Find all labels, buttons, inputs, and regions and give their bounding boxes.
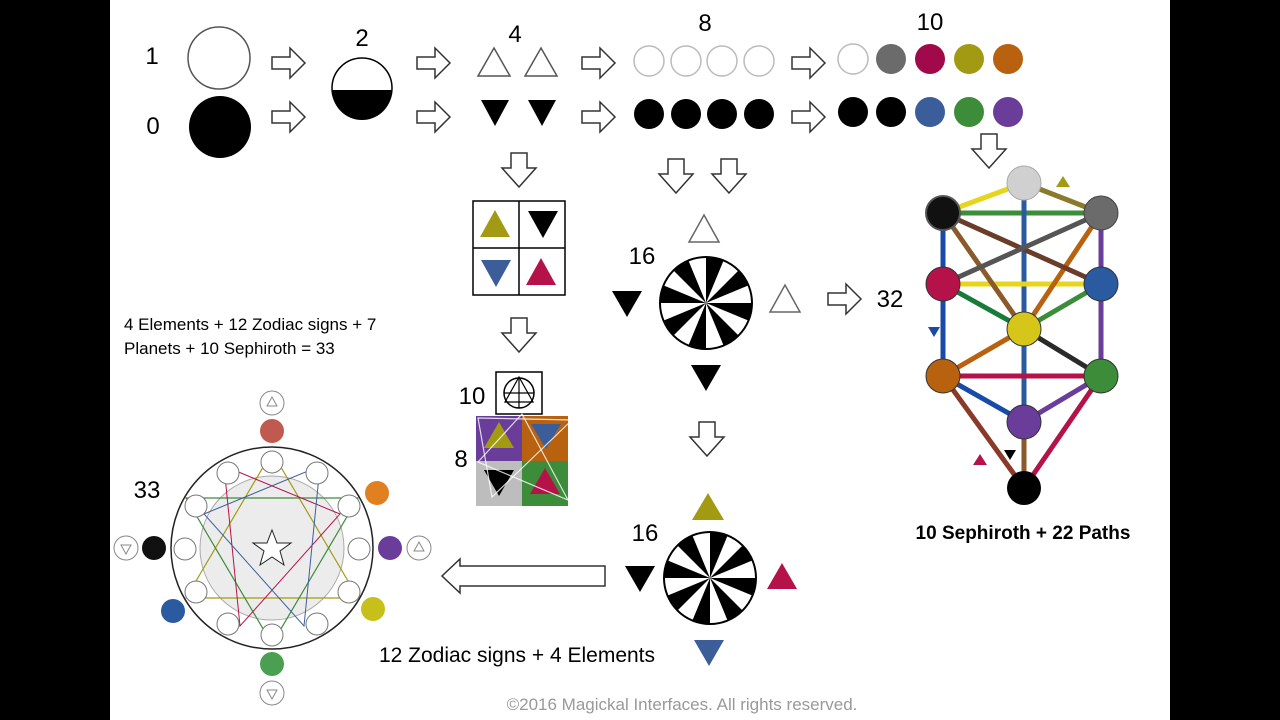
triangle-down-icon xyxy=(691,365,721,391)
triangle-down-icon xyxy=(694,640,724,666)
triangle-down-icon xyxy=(612,291,642,317)
ten-upper-circles xyxy=(837,43,1023,75)
label-ten-small: 10 xyxy=(459,383,486,410)
arrow-right-icon xyxy=(791,47,826,79)
arrow-down-icon xyxy=(711,158,747,194)
triangle-down-icon xyxy=(481,100,509,126)
triangle-up-icon xyxy=(476,46,512,77)
sixteen-wheel xyxy=(659,256,753,350)
zodiac-outer-planets xyxy=(113,390,432,706)
caption-elements-line2: Planets + 10 Sephiroth = 33 xyxy=(124,339,335,358)
arrow-down-icon xyxy=(501,152,537,188)
arrow-right-icon xyxy=(271,101,306,133)
footer-copyright: ©2016 Magickal Interfaces. All rights re… xyxy=(507,695,858,714)
arrow-right-icon xyxy=(271,47,306,79)
arrow-right-icon xyxy=(827,283,862,315)
label-thirty-three: 33 xyxy=(134,477,161,504)
eight-light-circles xyxy=(633,45,775,77)
triangle-up-icon xyxy=(687,213,721,243)
arrow-right-icon xyxy=(791,101,826,133)
label-zero: 0 xyxy=(146,113,159,140)
eight-dark-circles xyxy=(634,99,774,129)
label-one: 1 xyxy=(145,43,158,70)
sixteen-wheel-colored xyxy=(663,531,757,625)
label-sixteen: 16 xyxy=(629,243,656,270)
eight-elements-square xyxy=(476,412,574,506)
triangle-down-icon xyxy=(528,100,556,126)
caption-sephiroth-paths: 10 Sephiroth + 22 Paths xyxy=(916,523,1131,544)
arrow-right-icon xyxy=(581,101,616,133)
four-elements-grid xyxy=(472,200,566,296)
tree-of-life xyxy=(925,165,1119,505)
numerology-diagram: 1 0 2 4 8 10 xyxy=(113,9,1131,714)
caption-elements-line1: 4 Elements + 12 Zodiac signs + 7 xyxy=(124,315,376,334)
ten-lower-circles xyxy=(838,97,1023,127)
slide-canvas: 1 0 2 4 8 10 xyxy=(110,0,1170,720)
label-four: 4 xyxy=(508,21,521,48)
arrow-left-icon xyxy=(440,557,606,595)
arrow-down-icon xyxy=(658,158,694,194)
zodiac-wheel xyxy=(170,446,374,650)
unity-circle xyxy=(187,26,251,90)
triangle-up-icon xyxy=(523,46,559,77)
arrow-right-icon xyxy=(581,47,616,79)
triangle-down-icon xyxy=(625,566,655,592)
arrow-right-icon xyxy=(416,47,451,79)
duality-circle xyxy=(331,57,393,120)
label-two: 2 xyxy=(355,25,368,52)
arrow-down-icon xyxy=(689,421,725,457)
caption-zodiac-elements: 12 Zodiac signs + 4 Elements xyxy=(379,644,655,667)
triangle-up-icon xyxy=(692,493,724,520)
label-eight-small: 8 xyxy=(454,446,467,473)
arrow-down-icon xyxy=(501,317,537,353)
arrow-down-icon xyxy=(971,133,1007,169)
label-ten: 10 xyxy=(917,9,944,36)
sigil-box xyxy=(495,371,543,415)
void-circle xyxy=(189,96,251,158)
label-eight: 8 xyxy=(698,10,711,37)
label-thirty-two: 32 xyxy=(877,286,904,313)
arrow-right-icon xyxy=(416,101,451,133)
triangle-up-icon xyxy=(767,563,797,589)
label-sixteen-bottom: 16 xyxy=(632,520,659,547)
triangle-up-icon xyxy=(768,283,802,313)
